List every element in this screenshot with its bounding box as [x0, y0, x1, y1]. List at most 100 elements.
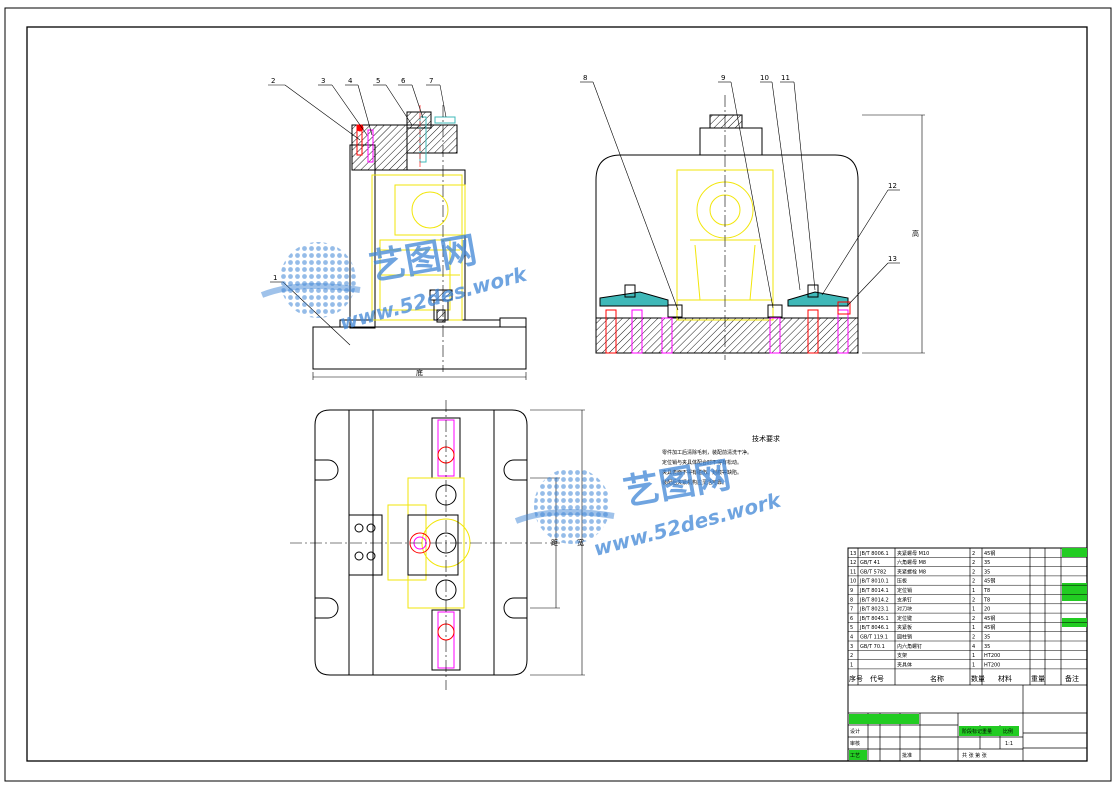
bom-cell-no: 11	[850, 569, 856, 575]
bom-cell-no: 6	[850, 616, 853, 622]
bom-cell-qty: 1	[972, 653, 975, 659]
bom-cell-name: 圆柱销	[897, 634, 912, 641]
bom-cell-code: JB/T 8010.1	[859, 579, 889, 585]
bom-cell-qty: 2	[972, 551, 975, 557]
bom-cell-code: JB/T 8006.1	[859, 551, 889, 557]
balloon-2: 2	[271, 77, 275, 85]
bom-cell-name: 对刀块	[897, 606, 912, 613]
bom-cell-code: JB/T 8045.1	[859, 616, 889, 622]
bom-cell-mat: HT200	[984, 653, 1000, 659]
bom-cell-code: GB/T 5782	[860, 569, 886, 575]
balloon-12: 12	[888, 182, 897, 190]
scale-value: 1:1	[1005, 741, 1013, 747]
bom-cell-mat: 35	[984, 635, 990, 641]
bom-cell-mat: T8	[983, 588, 990, 594]
bom-cell-code: JB/T 8023.1	[859, 607, 889, 613]
balloon-9: 9	[721, 74, 725, 82]
bom-cell-mat: HT200	[984, 662, 1000, 668]
bom-cell-name: 内六角螺钉	[897, 643, 922, 650]
tech-line-2: 定位销与夹具体配合时不得有松动。	[662, 459, 742, 466]
bom-cell-name: 夹紧板	[897, 624, 912, 631]
label-approve: 批准	[902, 752, 912, 759]
top-inner-dimension: 距	[551, 539, 558, 547]
bom-cell-code: GB/T 70.1	[860, 644, 885, 650]
bom-header-row: 序号 代号 名称 数量 材料 重量 备注	[849, 674, 1079, 683]
bom-cell-no: 10	[850, 579, 856, 585]
top-view	[290, 400, 585, 690]
bom-header-qty: 数量	[971, 674, 985, 683]
label-stage: 阶段标记	[962, 728, 982, 735]
bom-cell-code: JB/T 8014.1	[859, 588, 889, 594]
tech-line-4: 装配后夹紧机构应灵活可靠。	[662, 479, 727, 486]
bom-cell-mat: 35	[984, 644, 990, 650]
bom-cell-mat: 45钢	[984, 578, 995, 585]
bom-cell-qty: 1	[972, 625, 975, 631]
bom-cell-qty: 1	[972, 662, 975, 668]
balloon-1: 1	[273, 274, 277, 282]
front-width-dimension: 底	[416, 368, 423, 377]
bom-cell-no: 1	[850, 662, 853, 668]
balloon-6: 6	[401, 77, 406, 85]
bom-cell-mat: 35	[984, 569, 990, 575]
label-sheets: 共 张 第 张	[962, 752, 987, 759]
bom-cell-name: 定位键	[897, 615, 912, 622]
bom-cell-qty: 4	[972, 644, 975, 650]
side-view	[595, 95, 925, 360]
bom-header-note: 备注	[1065, 674, 1079, 683]
bom-cell-name: 支架	[897, 652, 907, 659]
bom-cell-mat: 45钢	[984, 615, 995, 622]
bom-cell-name: 夹紧螺母 M10	[897, 550, 929, 557]
label-scale: 比例	[1003, 728, 1013, 735]
bom-cell-mat: 45钢	[984, 550, 995, 557]
bom-cell-no: 8	[850, 597, 853, 603]
bom-cell-no: 13	[850, 551, 856, 557]
bom-cell-name: 夹紧螺栓 M8	[897, 568, 926, 575]
bom-cell-mat: 45钢	[984, 624, 995, 631]
bom-cell-mat: 35	[984, 560, 990, 566]
balloon-11: 11	[781, 74, 790, 82]
bom-cell-mat: 20	[984, 607, 990, 613]
balloon-5: 5	[376, 77, 380, 85]
bom-cell-qty: 2	[972, 579, 975, 585]
bom-cell-qty: 2	[972, 616, 975, 622]
bom-header-code: 代号	[870, 674, 884, 683]
bom-cell-qty: 1	[972, 607, 975, 613]
bom-cell-code: JB/T 8046.1	[859, 625, 889, 631]
bom-cell-name: 夹具体	[897, 661, 912, 668]
label-check: 审核	[850, 740, 860, 747]
bom-cell-no: 4	[850, 635, 853, 641]
balloon-13: 13	[888, 255, 897, 263]
bom-cell-name: 压板	[897, 578, 907, 585]
bom-cell-no: 7	[850, 607, 853, 613]
bom-cell-mat: T8	[983, 597, 990, 603]
bom-cell-no: 2	[850, 653, 853, 659]
tech-line-1: 零件加工后清除毛刺，装配前清洗干净。	[662, 449, 752, 456]
tech-line-3: 夹具表面不得有碰伤、划痕等缺陷。	[662, 469, 742, 476]
front-view	[312, 105, 527, 380]
label-weight: 重量	[982, 728, 992, 735]
bom-header-mat: 材料	[998, 674, 1012, 683]
balloon-4: 4	[348, 77, 353, 85]
bom-cell-qty: 2	[972, 597, 975, 603]
side-height-dimension: 高	[912, 229, 919, 238]
bom-cell-qty: 1	[972, 588, 975, 594]
tech-title: 技术要求	[752, 434, 780, 443]
bom-cell-name: 定位销	[897, 587, 912, 594]
bom-cell-code: GB/T 119.1	[860, 635, 888, 641]
balloon-labels: 2 3 4 5 6 7 8 9 10 11 12 13 1	[271, 74, 897, 282]
bom-header-name: 名称	[930, 674, 944, 683]
bom-cell-name: 六角螺母 M8	[897, 559, 926, 566]
bom-cell-code: JB/T 8014.2	[859, 597, 889, 603]
bom-cell-name: 支承钉	[897, 596, 912, 603]
technical-requirements: 技术要求 零件加工后清除毛刺，装配前清洗干净。 定位销与夹具体配合时不得有松动。…	[662, 434, 780, 486]
bom-cell-code: GB/T 41	[860, 560, 880, 566]
sheet-border	[4, 7, 1112, 782]
label-process: 工艺	[850, 753, 860, 759]
bom-cell-qty: 2	[972, 569, 975, 575]
bom-cell-qty: 2	[972, 635, 975, 641]
bom-cell-no: 3	[850, 644, 853, 650]
balloon-3: 3	[321, 77, 325, 85]
title-block-labels: 设计 审核 工艺 批准 阶段标记 重量 比例 1:1 共 张 第 张	[850, 728, 1013, 759]
